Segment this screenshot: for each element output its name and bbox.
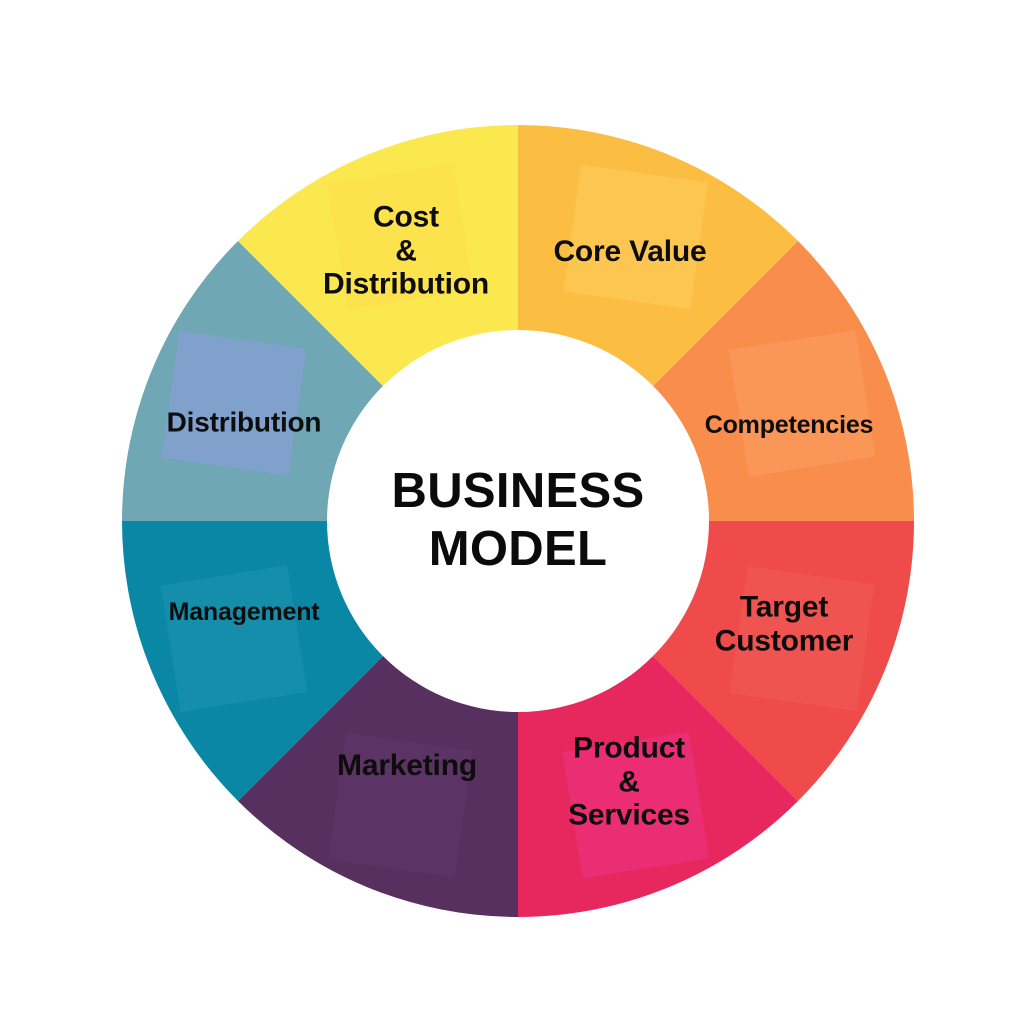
center-title: BUSINESS MODEL: [391, 464, 645, 576]
segment-accent-square-target-customer: [729, 566, 875, 711]
segment-accent-square-distribution: [161, 331, 307, 476]
segment-accent-square-management: [160, 565, 308, 712]
segment-accent-square-core-value: [563, 164, 708, 310]
segment-accent-square-marketing: [328, 732, 473, 878]
segment-accent-square-cost-distribution: [327, 163, 474, 311]
center-hole-circle: [327, 330, 709, 712]
segment-accent-squares-layer: [160, 163, 876, 879]
segment-accent-square-product-services: [562, 731, 709, 879]
segment-accent-square-competencies: [728, 330, 876, 477]
